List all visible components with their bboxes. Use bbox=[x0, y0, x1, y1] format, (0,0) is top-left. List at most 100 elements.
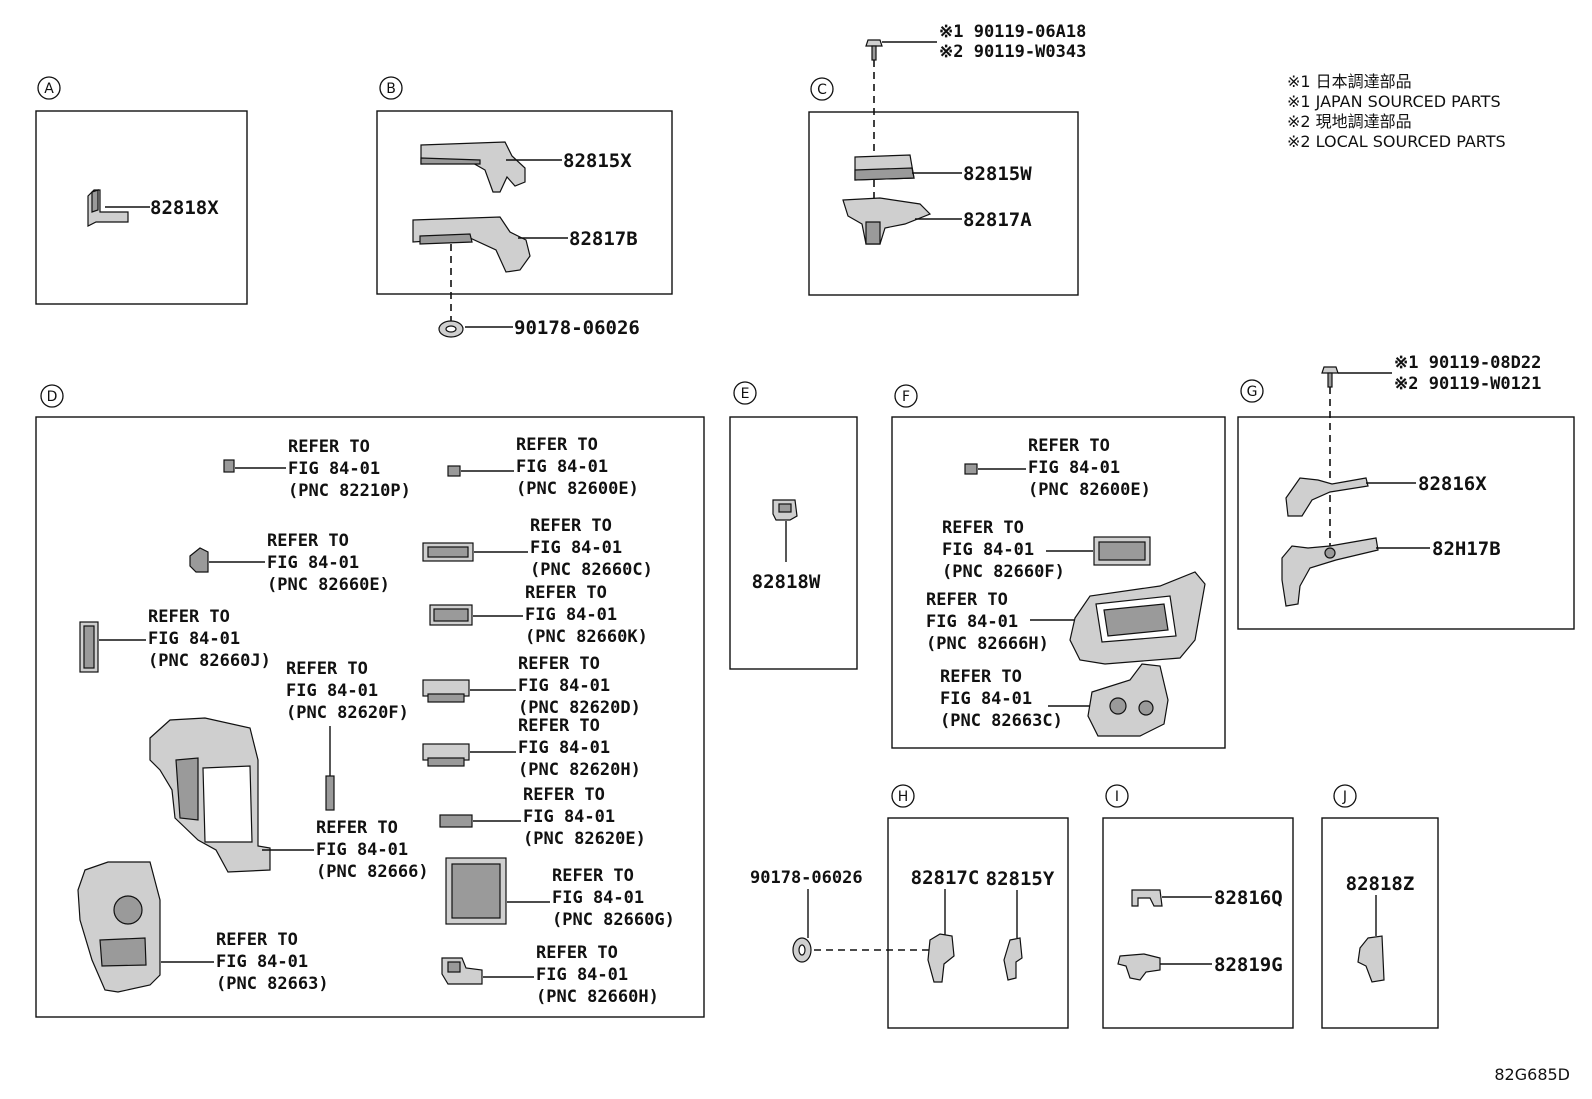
refer-82660j: REFER TO FIG 84-01 (PNC 82660J) bbox=[148, 607, 271, 671]
part-number-82817c[interactable]: 82817C bbox=[911, 867, 980, 889]
part-number-82816q[interactable]: 82816Q bbox=[1214, 887, 1283, 909]
refer-line-2: FIG 84-01 bbox=[216, 952, 308, 972]
refer-pnc[interactable]: (PNC 82660C) bbox=[530, 560, 653, 580]
section-box bbox=[808, 111, 1079, 296]
refer-82663: REFER TO FIG 84-01 (PNC 82663) bbox=[216, 930, 329, 994]
refer-82620h: REFER TO FIG 84-01 (PNC 82620H) bbox=[518, 716, 641, 780]
refer-line-1: REFER TO bbox=[316, 818, 398, 838]
refer-line-2: FIG 84-01 bbox=[1028, 458, 1120, 478]
section-label-circle bbox=[1333, 784, 1357, 808]
section-c: C ※1 90119-06A18 ※2 90119-W0343 82815W 8… bbox=[808, 22, 1086, 296]
refer-82666: REFER TO FIG 84-01 (PNC 82666) bbox=[316, 818, 429, 882]
refer-line-2: FIG 84-01 bbox=[286, 681, 378, 701]
part-number-82819g[interactable]: 82819G bbox=[1214, 954, 1283, 976]
part-number-82818z[interactable]: 82818Z bbox=[1346, 873, 1415, 895]
refer-pnc[interactable]: (PNC 82666H) bbox=[926, 634, 1049, 654]
refer-pnc[interactable]: (PNC 82210P) bbox=[288, 481, 411, 501]
section-box bbox=[35, 416, 705, 1018]
refer-line-2: FIG 84-01 bbox=[523, 807, 615, 827]
part-82h17b-shape bbox=[1281, 537, 1379, 607]
refer-line-1: REFER TO bbox=[552, 866, 634, 886]
part-number-82817b[interactable]: 82817B bbox=[569, 228, 638, 250]
refer-pnc[interactable]: (PNC 82660E) bbox=[267, 575, 390, 595]
refer-pnc[interactable]: (PNC 82620E) bbox=[523, 829, 646, 849]
refer-pnc[interactable]: (PNC 82666) bbox=[316, 862, 429, 882]
clip-90178-shape bbox=[792, 937, 812, 963]
section-h: H 90178-06026 82817C 82815Y bbox=[750, 784, 1069, 1029]
refer-82620d: REFER TO FIG 84-01 (PNC 82620D) bbox=[518, 654, 641, 718]
connector-82620e-shape bbox=[439, 814, 473, 828]
refer-line-1: REFER TO bbox=[525, 583, 607, 603]
refer-line-2: FIG 84-01 bbox=[942, 540, 1034, 560]
part-82817c-shape bbox=[927, 933, 955, 983]
part-number-90178-06026[interactable]: 90178-06026 bbox=[514, 317, 640, 339]
refer-pnc[interactable]: (PNC 82660H) bbox=[536, 987, 659, 1007]
connector-82660j-shape bbox=[79, 621, 99, 673]
refer-line-1: REFER TO bbox=[523, 785, 605, 805]
section-d: D REFER TO FIG 84-01 (PNC 82210P) REFER … bbox=[35, 384, 705, 1018]
connector-82660h-shape bbox=[441, 957, 483, 985]
part-82818w-shape bbox=[772, 499, 798, 521]
part-number-bolt-local[interactable]: ※2 90119-W0343 bbox=[939, 42, 1086, 62]
note-local-jp: ※2 現地調達部品 bbox=[1287, 112, 1412, 131]
refer-pnc[interactable]: (PNC 82663) bbox=[216, 974, 329, 994]
part-number-82815w[interactable]: 82815W bbox=[963, 163, 1032, 185]
refer-f-82663c: REFER TO FIG 84-01 (PNC 82663C) bbox=[940, 667, 1063, 731]
refer-line-2: FIG 84-01 bbox=[926, 612, 1018, 632]
section-label: J bbox=[1342, 789, 1347, 805]
sourcing-notes: ※1 日本調達部品 ※1 JAPAN SOURCED PARTS ※2 現地調達… bbox=[1287, 72, 1506, 151]
part-number-82815y[interactable]: 82815Y bbox=[986, 868, 1055, 890]
section-e: E 82818W bbox=[729, 381, 858, 670]
refer-pnc[interactable]: (PNC 82600E) bbox=[516, 479, 639, 499]
fuse-82620f-shape bbox=[325, 775, 335, 811]
refer-line-2: FIG 84-01 bbox=[288, 459, 380, 479]
refer-82210p: REFER TO FIG 84-01 (PNC 82210P) bbox=[288, 437, 411, 501]
connector-82660c-shape bbox=[422, 542, 474, 562]
part-number-90178-06026[interactable]: 90178-06026 bbox=[750, 868, 863, 888]
note-local-en: ※2 LOCAL SOURCED PARTS bbox=[1287, 132, 1506, 151]
part-number-82h17b[interactable]: 82H17B bbox=[1432, 538, 1501, 560]
section-g: G ※1 90119-08D22 ※2 90119-W0121 82816X 8… bbox=[1237, 353, 1575, 630]
section-label: I bbox=[1115, 789, 1119, 805]
part-number-82818w[interactable]: 82818W bbox=[752, 571, 821, 593]
part-82816x-shape bbox=[1285, 477, 1369, 517]
refer-pnc[interactable]: (PNC 82660J) bbox=[148, 651, 271, 671]
refer-82620e: REFER TO FIG 84-01 (PNC 82620E) bbox=[523, 785, 646, 849]
refer-line-1: REFER TO bbox=[216, 930, 298, 950]
refer-pnc[interactable]: (PNC 82660K) bbox=[525, 627, 648, 647]
refer-line-1: REFER TO bbox=[516, 435, 598, 455]
part-number-bolt-local[interactable]: ※2 90119-W0121 bbox=[1394, 374, 1541, 394]
section-label-circle bbox=[1105, 784, 1129, 808]
refer-line-1: REFER TO bbox=[518, 716, 600, 736]
refer-line-2: FIG 84-01 bbox=[267, 553, 359, 573]
part-number-82815x[interactable]: 82815X bbox=[563, 150, 632, 172]
refer-pnc[interactable]: (PNC 82660G) bbox=[552, 910, 675, 930]
refer-pnc[interactable]: (PNC 82620H) bbox=[518, 760, 641, 780]
refer-line-1: REFER TO bbox=[940, 667, 1022, 687]
part-number-82818x[interactable]: 82818X bbox=[150, 197, 219, 219]
diagram-code: 82G685D bbox=[1494, 1065, 1570, 1084]
part-number-bolt-japan[interactable]: ※1 90119-06A18 bbox=[939, 22, 1086, 42]
section-box bbox=[376, 110, 673, 295]
refer-line-1: REFER TO bbox=[148, 607, 230, 627]
bolt-icon bbox=[1321, 366, 1339, 388]
refer-82660h: REFER TO FIG 84-01 (PNC 82660H) bbox=[536, 943, 659, 1007]
refer-pnc[interactable]: (PNC 82620D) bbox=[518, 698, 641, 718]
refer-line-1: REFER TO bbox=[536, 943, 618, 963]
refer-pnc[interactable]: (PNC 82663C) bbox=[940, 711, 1063, 731]
section-box bbox=[891, 416, 1226, 749]
section-label: A bbox=[44, 81, 54, 97]
part-number-82817a[interactable]: 82817A bbox=[963, 209, 1032, 231]
part-number-bolt-japan[interactable]: ※1 90119-08D22 bbox=[1394, 353, 1541, 373]
refer-pnc[interactable]: (PNC 82620F) bbox=[286, 703, 409, 723]
refer-line-2: FIG 84-01 bbox=[516, 457, 608, 477]
section-label: F bbox=[902, 389, 910, 405]
refer-line-2: FIG 84-01 bbox=[316, 840, 408, 860]
refer-pnc[interactable]: (PNC 82660F) bbox=[942, 562, 1065, 582]
connector-f-82600e-shape bbox=[964, 463, 978, 475]
refer-line-2: FIG 84-01 bbox=[518, 738, 610, 758]
part-number-82816x[interactable]: 82816X bbox=[1418, 473, 1487, 495]
refer-82600e: REFER TO FIG 84-01 (PNC 82600E) bbox=[516, 435, 639, 499]
part-82819g-shape bbox=[1117, 953, 1161, 981]
refer-pnc[interactable]: (PNC 82600E) bbox=[1028, 480, 1151, 500]
